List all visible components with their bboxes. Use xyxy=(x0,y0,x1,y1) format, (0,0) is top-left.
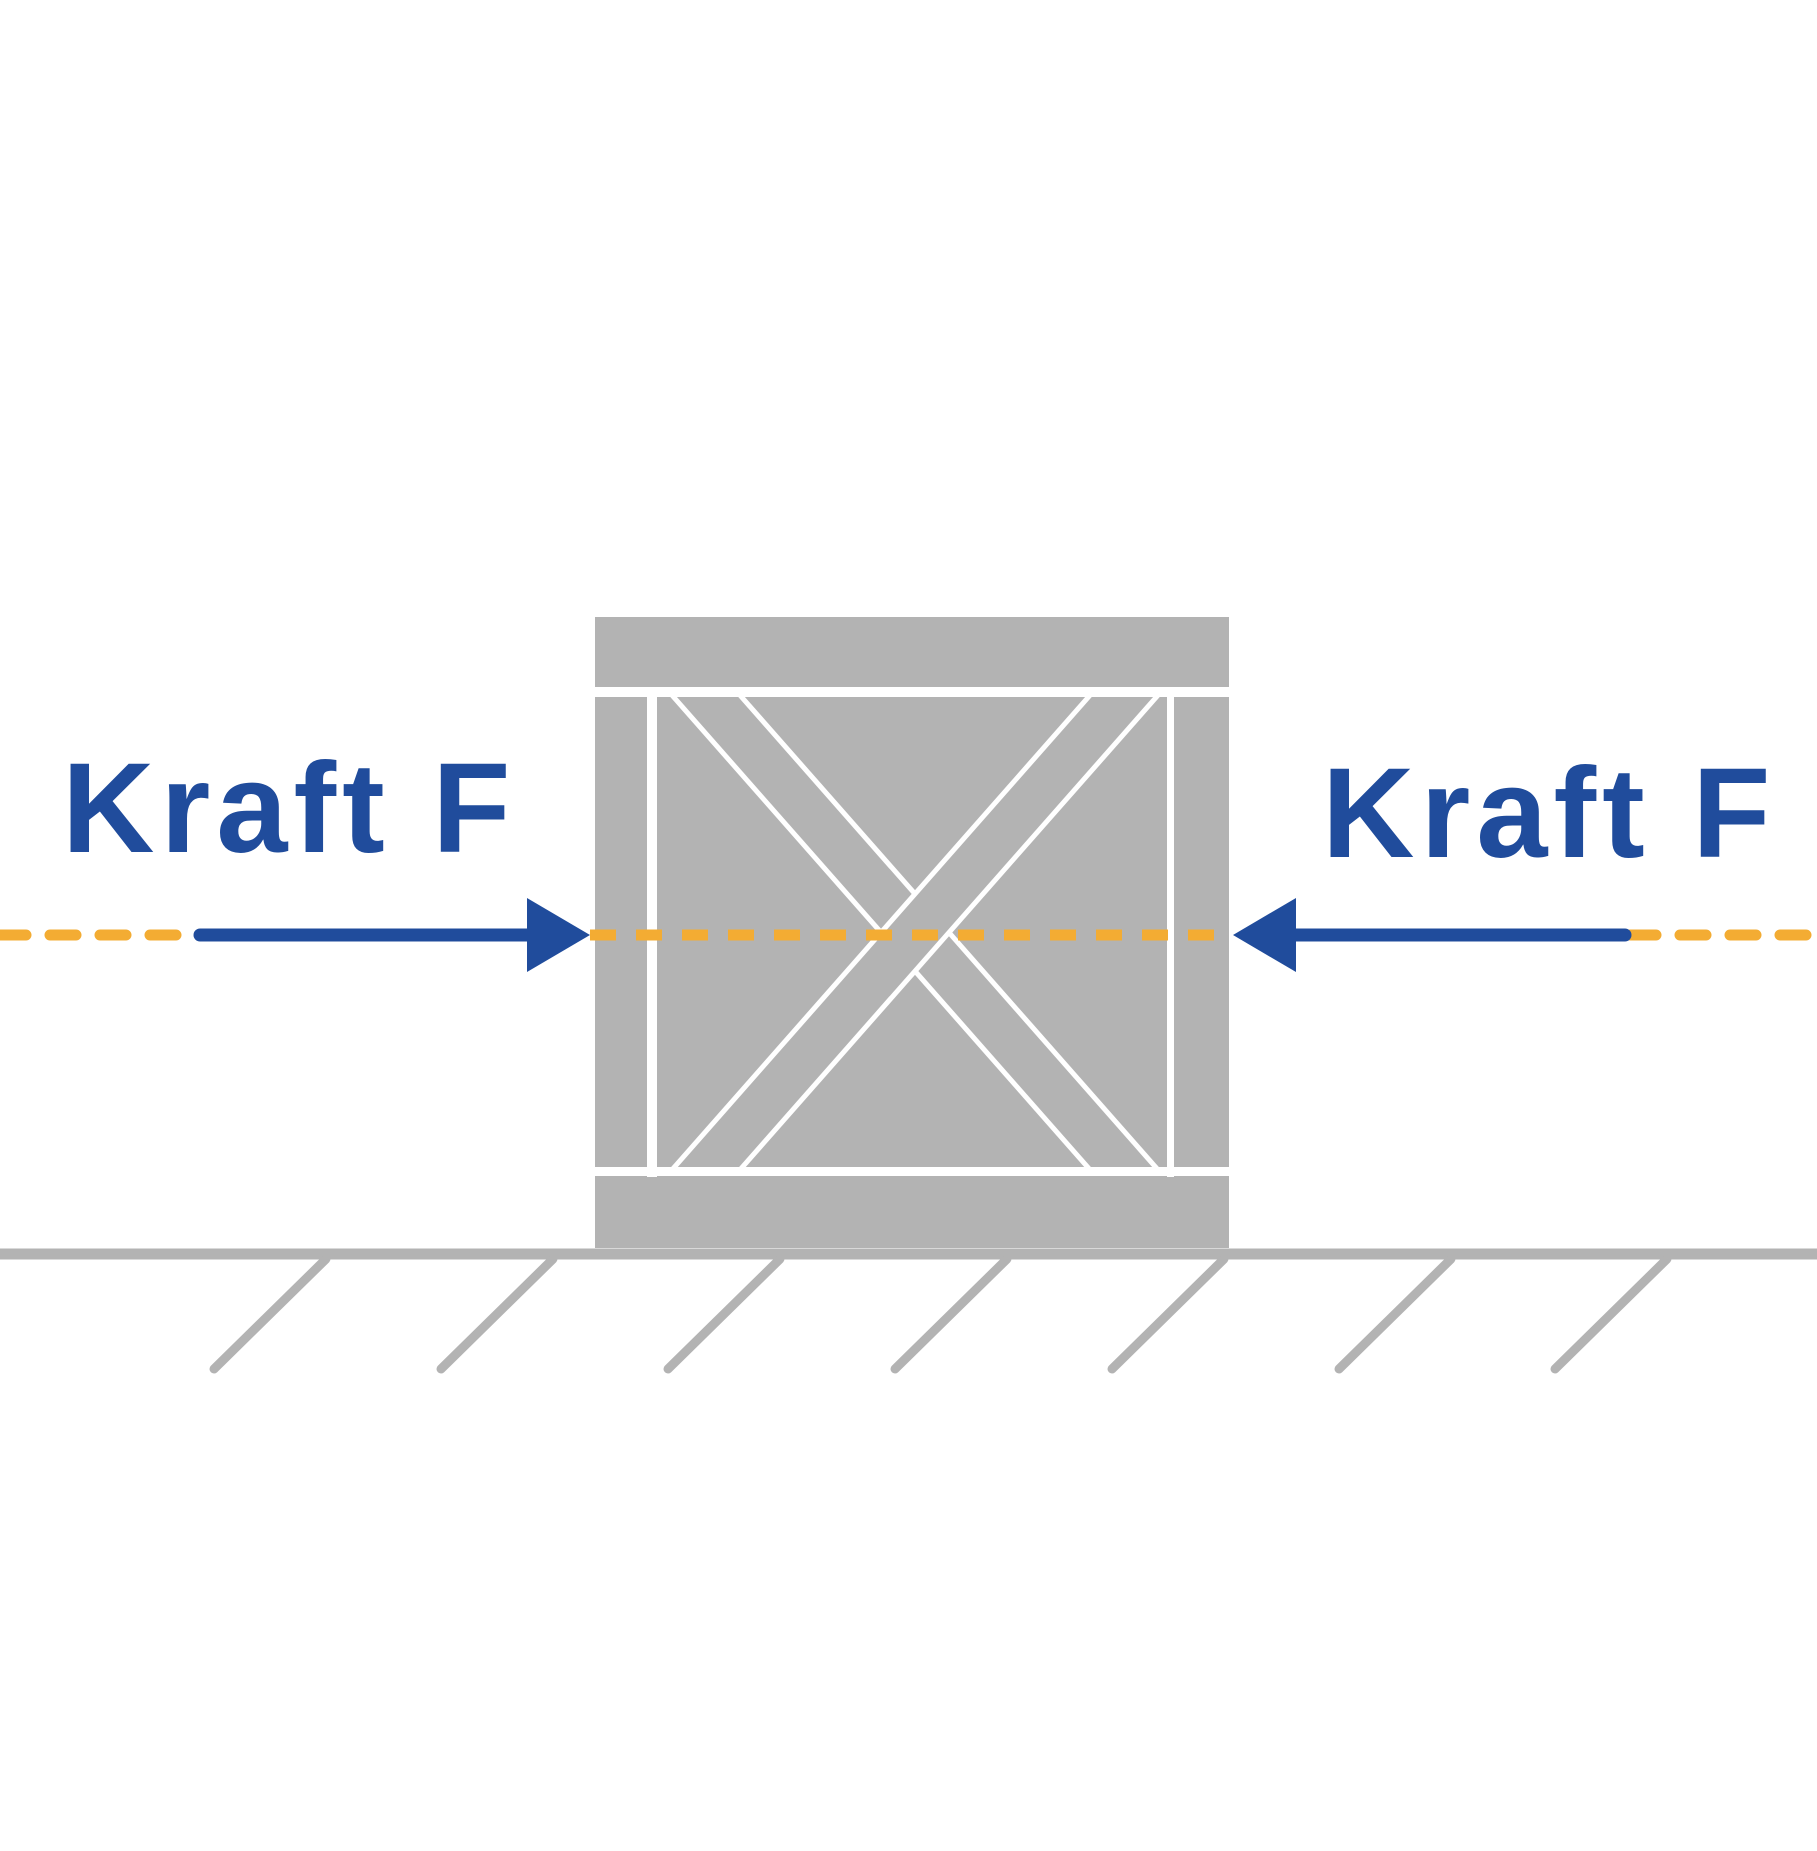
crate-bottom-board xyxy=(595,1176,1229,1248)
ground-hatch xyxy=(663,1254,785,1374)
ground-hatch xyxy=(209,1254,331,1374)
arrow-left-icon xyxy=(1233,898,1632,972)
arrow-right-icon xyxy=(193,898,590,972)
ground-hatch xyxy=(1550,1254,1672,1374)
ground-hatch xyxy=(1107,1254,1229,1374)
fixed-ground-hatching xyxy=(0,1248,1817,1374)
ground-hatch xyxy=(1334,1254,1456,1374)
crate-top-board xyxy=(595,617,1229,687)
ground-hatch xyxy=(890,1254,1012,1374)
ground-hatch xyxy=(436,1254,558,1374)
left-force-label: Kraft F xyxy=(62,737,516,880)
right-force-label: Kraft F xyxy=(1322,742,1776,885)
